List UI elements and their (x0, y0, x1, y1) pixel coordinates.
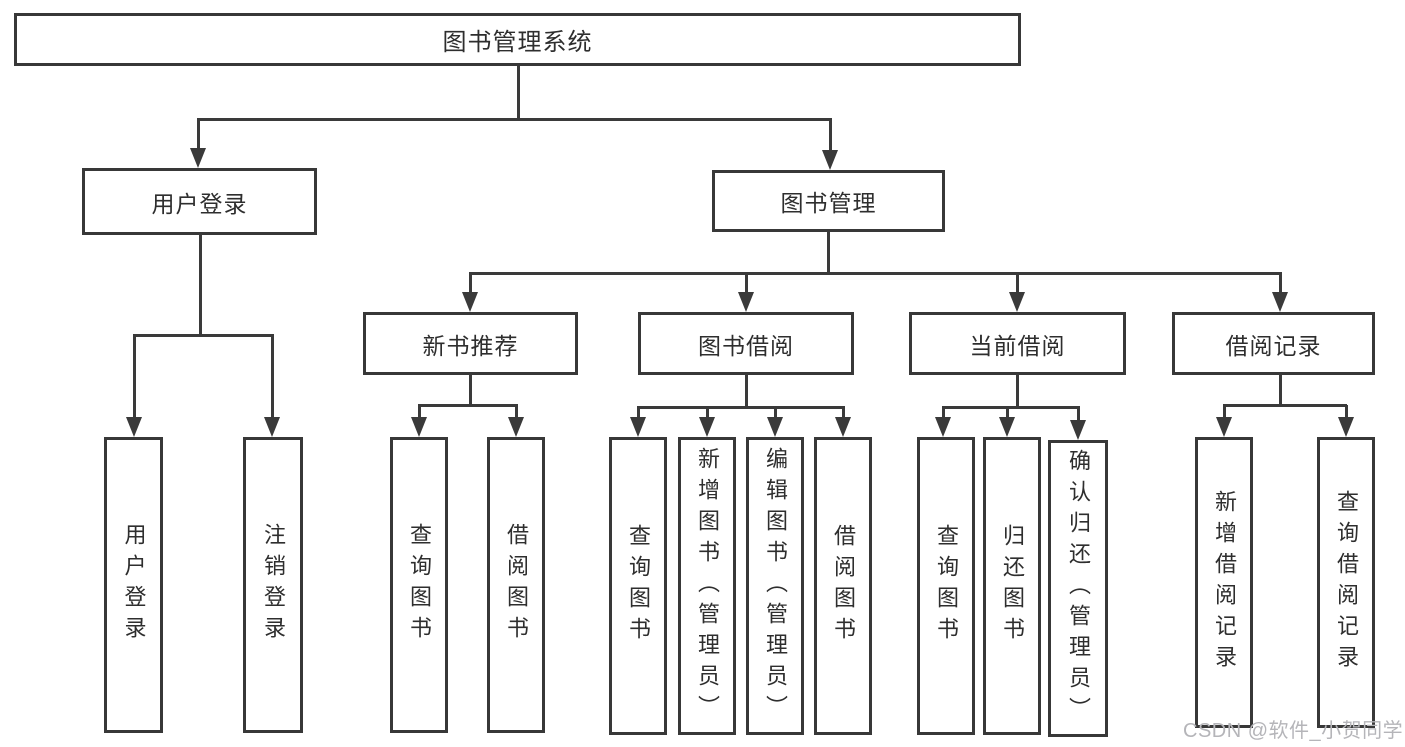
leaf-logout: 注销登录 (243, 437, 303, 733)
arrow-to-book-borrow (738, 272, 754, 312)
arrow-to-borrow-records (1272, 272, 1288, 312)
leaf-user-login-label: 用户登录 (121, 523, 147, 647)
node-current-borrow-label: 当前借阅 (969, 332, 1066, 359)
leaf-query-books-recommend: 查询图书 (390, 437, 448, 733)
leaf-return-books-label: 归还图书 (1000, 524, 1025, 648)
arrow-to-leaf-logout (264, 335, 280, 437)
node-book-borrow-label: 图书借阅 (698, 332, 794, 359)
leaf-query-books-current-label: 查询图书 (934, 524, 959, 648)
arrow-to-new-book-recommend (462, 272, 478, 312)
leaf-return-books: 归还图书 (983, 437, 1041, 735)
arrow-to-confirm-return-admin (1070, 407, 1086, 440)
leaf-logout-label: 注销登录 (261, 523, 286, 647)
leaf-confirm-return-admin: 确认归还（管理员） (1048, 440, 1108, 737)
node-root-label: 图书管理系统 (442, 29, 593, 56)
connector-user-login-stem (198, 234, 202, 336)
leaf-query-books-borrow: 查询图书 (609, 437, 667, 735)
arrow-to-query-books-recommend (411, 405, 427, 437)
leaf-query-borrow-record-label: 查询借阅记录 (1334, 489, 1359, 676)
leaf-borrow-books-recommend: 借阅图书 (487, 437, 545, 733)
leaf-add-books-admin: 新增图书（管理员） (678, 437, 736, 735)
connector-recommend-rail (417, 404, 518, 407)
arrow-to-borrow-books (835, 407, 851, 437)
leaf-query-borrow-record: 查询借阅记录 (1317, 437, 1375, 728)
arrow-to-return-books (999, 407, 1015, 437)
connector-current-rail (941, 406, 1080, 409)
node-borrow-records: 借阅记录 (1172, 312, 1375, 375)
leaf-query-books-current: 查询图书 (917, 437, 975, 735)
arrow-to-leaf-user-login (126, 335, 142, 437)
node-book-management-label: 图书管理 (780, 190, 877, 216)
leaf-query-books-recommend-label: 查询图书 (407, 523, 432, 647)
leaf-confirm-return-admin-label: 确认归还（管理员） (1066, 449, 1091, 728)
node-current-borrow: 当前借阅 (909, 312, 1126, 375)
node-book-borrow: 图书借阅 (638, 312, 854, 375)
connector-level2-rail (196, 118, 832, 121)
arrow-to-user-login (190, 119, 206, 168)
arrow-to-query-books-borrow (630, 407, 646, 437)
arrow-to-current-borrow (1009, 272, 1025, 312)
leaf-add-borrow-record: 新增借阅记录 (1195, 437, 1253, 728)
connector-current-stem (1015, 374, 1019, 409)
connector-records-stem (1278, 374, 1282, 407)
node-new-book-recommend-label: 新书推荐 (422, 332, 519, 359)
connector-records-rail (1222, 404, 1347, 407)
node-user-login: 用户登录 (82, 168, 317, 235)
node-new-book-recommend: 新书推荐 (363, 312, 578, 375)
arrow-to-query-borrow-record (1338, 405, 1354, 437)
leaf-edit-books-admin-label: 编辑图书（管理员） (763, 446, 788, 726)
leaf-add-books-admin-label: 新增图书（管理员） (695, 446, 720, 726)
connector-root-stem (516, 66, 520, 120)
connector-book-management-stem (827, 231, 830, 274)
leaf-borrow-books-recommend-label: 借阅图书 (504, 523, 529, 647)
connector-borrow-rail (636, 406, 845, 409)
connector-user-login-rail (132, 334, 274, 337)
arrow-to-query-books-current (935, 407, 951, 437)
node-root: 图书管理系统 (14, 13, 1021, 66)
arrow-to-edit-books-admin (767, 407, 783, 437)
arrow-to-book-management (822, 119, 838, 170)
arrow-to-add-books-admin (699, 407, 715, 437)
connector-recommend-stem (469, 374, 472, 407)
arrow-to-borrow-books-recommend (508, 405, 524, 437)
leaf-borrow-books: 借阅图书 (814, 437, 872, 735)
leaf-borrow-books-label: 借阅图书 (831, 524, 856, 648)
csdn-watermark: CSDN @软件_小贺同学 (1183, 720, 1404, 742)
leaf-add-borrow-record-label: 新增借阅记录 (1212, 489, 1237, 676)
node-book-management: 图书管理 (712, 170, 945, 232)
leaf-edit-books-admin: 编辑图书（管理员） (746, 437, 804, 735)
node-user-login-label: 用户登录 (151, 190, 248, 217)
arrow-to-add-borrow-record (1216, 405, 1232, 437)
connector-level3-rail (468, 272, 1282, 275)
leaf-user-login: 用户登录 (104, 437, 163, 733)
leaf-query-books-borrow-label: 查询图书 (626, 524, 651, 648)
connector-borrow-stem (744, 374, 748, 409)
node-borrow-records-label: 借阅记录 (1225, 332, 1322, 359)
